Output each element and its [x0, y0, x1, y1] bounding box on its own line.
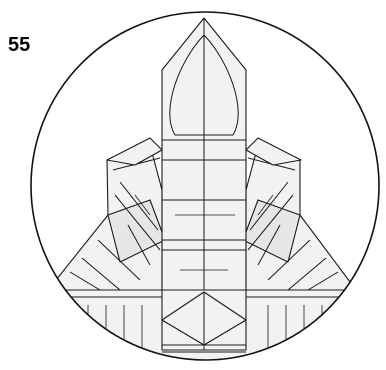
head [162, 18, 246, 140]
right-arm [243, 145, 356, 290]
left-arm [48, 145, 165, 290]
torso [162, 140, 246, 352]
